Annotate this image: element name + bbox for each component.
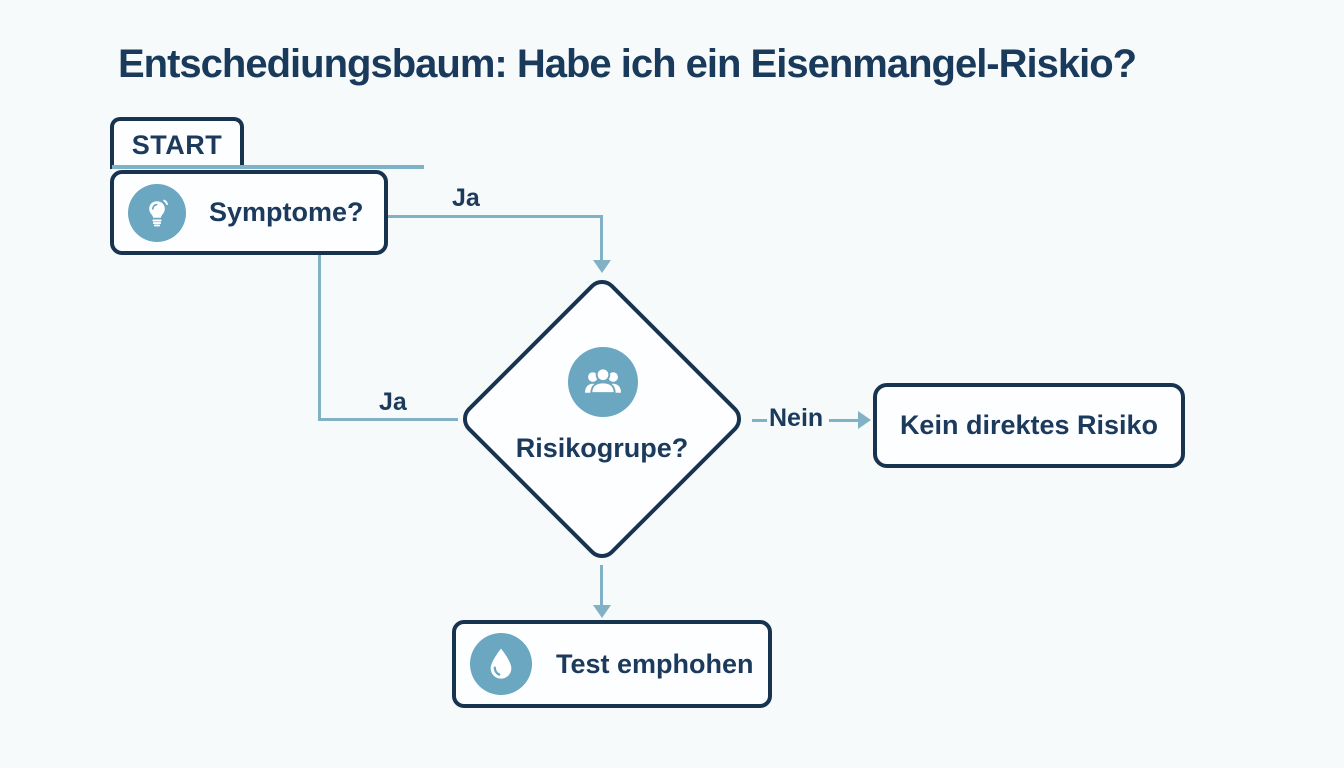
kein-risiko-node: Kein direktes Risiko xyxy=(873,383,1185,468)
test-node: Test emphohen xyxy=(452,620,772,708)
people-group-icon xyxy=(568,347,638,417)
start-tab-underline xyxy=(112,165,424,169)
symptome-node-label: Symptome? xyxy=(209,197,364,227)
arrowhead-down-icon xyxy=(593,260,611,273)
lightbulb-icon xyxy=(128,183,186,242)
water-drop-icon xyxy=(470,633,532,695)
start-node: START xyxy=(110,117,244,169)
edge-nein-line-2 xyxy=(829,419,860,422)
edge-label-ja-top: Ja xyxy=(452,184,480,212)
symptome-node: Symptome? xyxy=(110,170,388,255)
edge-label-ja-left: Ja xyxy=(379,388,407,416)
risikogruppe-node xyxy=(456,273,748,565)
arrowhead-down-icon xyxy=(593,605,611,618)
edge-nein-line-1 xyxy=(752,419,767,422)
edge-ja-left-hline xyxy=(318,418,458,421)
edge-label-nein: Nein xyxy=(769,404,824,432)
start-node-label: START xyxy=(131,129,223,160)
page-title: Entschediungsbaum: Habe ich ein Eisenman… xyxy=(118,42,1137,86)
edge-ja-top-vline xyxy=(600,215,603,261)
kein-risiko-node-label: Kein direktes Risiko xyxy=(899,410,1159,440)
risikogruppe-node-label: Risikogrupe? xyxy=(515,433,689,463)
arrowhead-right-icon xyxy=(858,411,871,429)
edge-ja-left-vline xyxy=(318,255,321,421)
test-node-label: Test emphohen xyxy=(556,648,754,679)
edge-ja-top-hline xyxy=(388,215,603,218)
edge-test-vline xyxy=(600,565,603,607)
